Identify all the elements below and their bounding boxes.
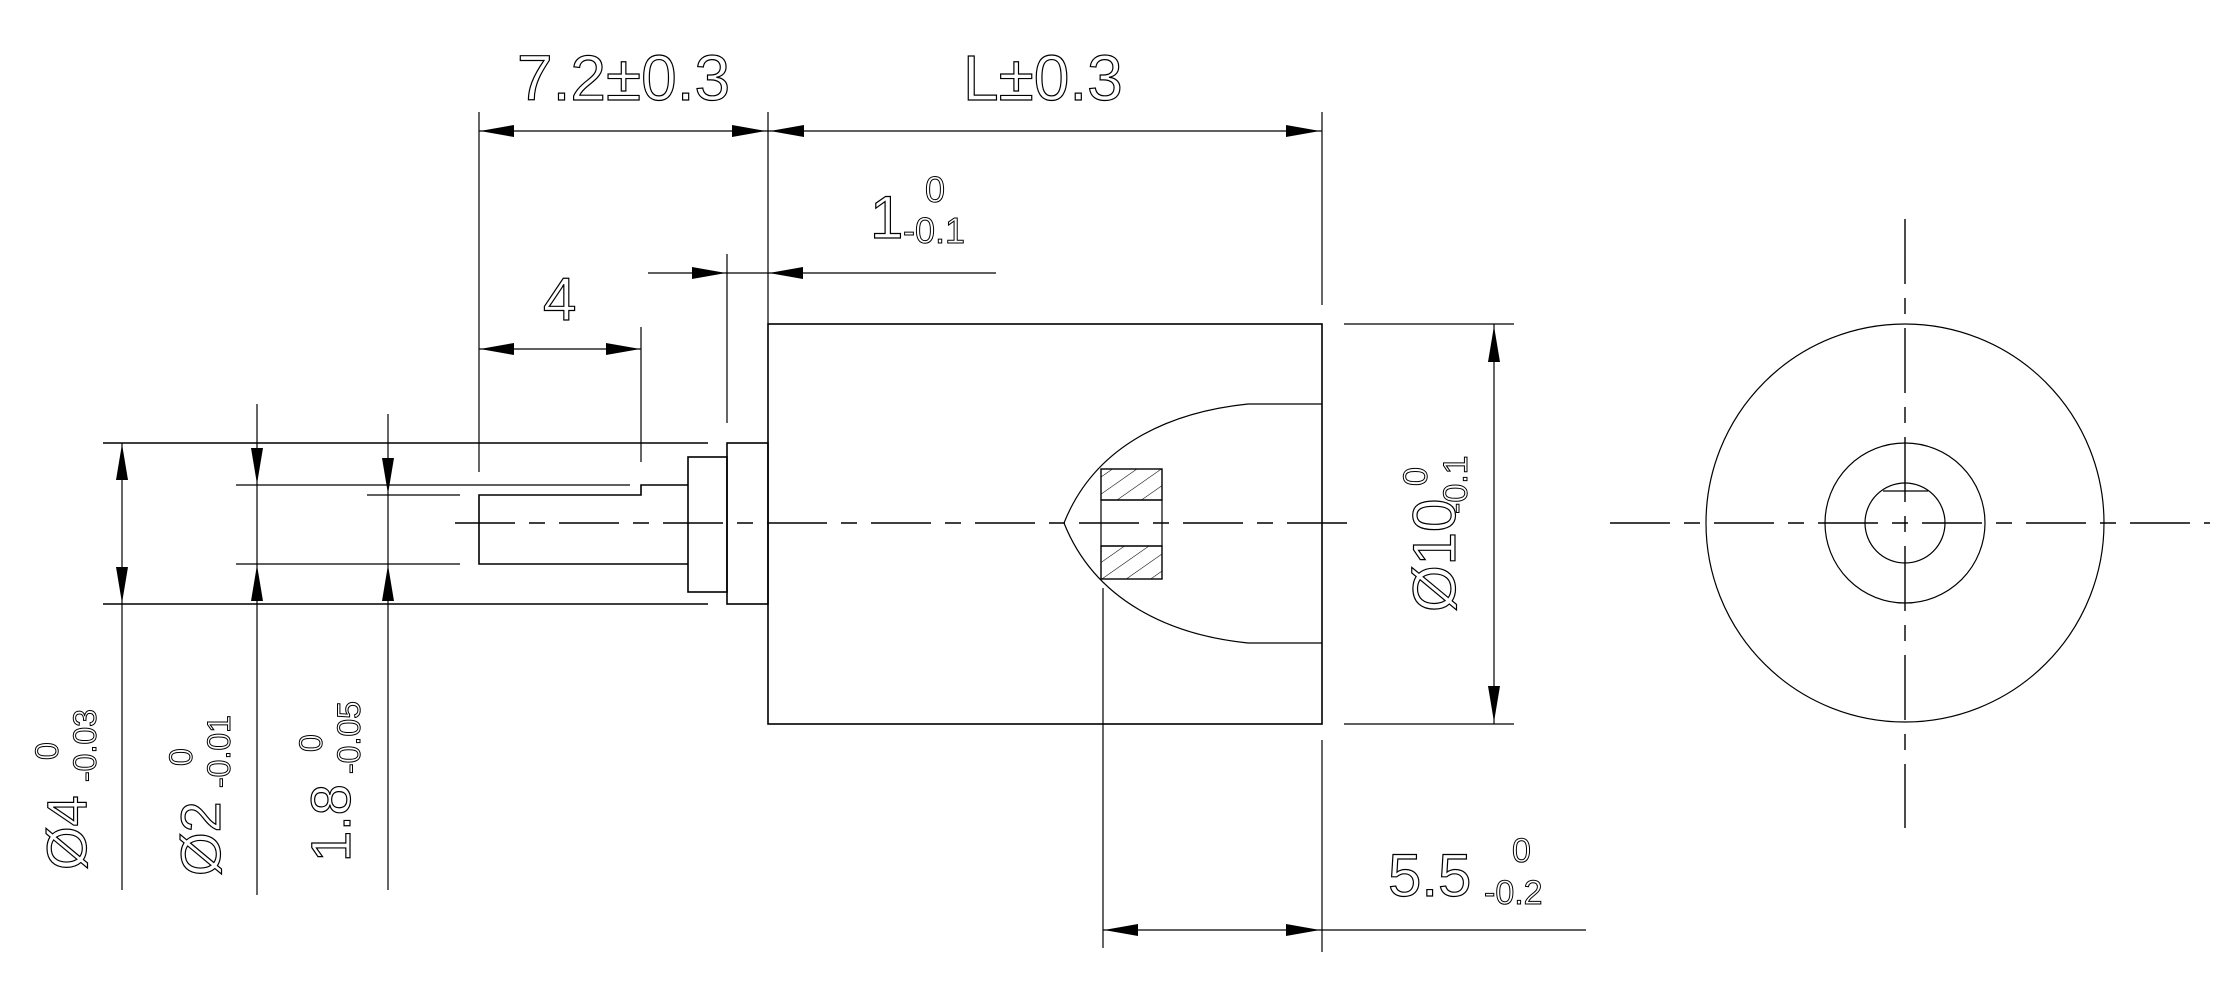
label-shaft-length: 7.2±0.3 [517, 42, 730, 114]
arrow-icon [769, 267, 803, 279]
arrow-icon [1104, 924, 1138, 936]
arrow-icon [692, 267, 726, 279]
arrow-icon [382, 565, 394, 601]
arrow-icon [251, 448, 263, 484]
label-d2-lower: -0.01 [201, 715, 237, 788]
label-h18-upper: 0 [293, 734, 329, 752]
arrow-icon [382, 458, 394, 494]
label-d4-main: Ø4 [35, 795, 98, 870]
label-body-length: L±0.3 [963, 42, 1123, 114]
arrow-icon [251, 565, 263, 601]
arrow-icon [116, 444, 128, 480]
label-body-diameter-main: Ø10 [1401, 499, 1468, 612]
label-magnet-offset-upper: 0 [1512, 832, 1531, 870]
label-d2-upper: 0 [163, 748, 199, 766]
arrow-icon [480, 343, 514, 355]
label-body-diameter-upper: 0 [1397, 467, 1435, 486]
magnet-block-top [1100, 468, 1163, 501]
arrow-icon [1286, 924, 1320, 936]
flange-boss [687, 456, 728, 593]
arrow-icon [732, 125, 766, 137]
arrow-icon [116, 567, 128, 603]
arrow-icon [770, 125, 804, 137]
shaft-outline [478, 484, 688, 565]
arrow-icon [1488, 686, 1500, 722]
label-body-diameter-lower: -0.1 [1437, 455, 1475, 514]
label-magnet-offset-main: 5.5 [1388, 842, 1471, 909]
motor-body [767, 323, 1323, 725]
label-flange-lower: -0.1 [903, 210, 965, 251]
label-h18-main: 1.8 [299, 784, 362, 862]
label-magnet-offset-lower: -0.2 [1484, 874, 1543, 912]
label-d4-lower: -0.03 [67, 709, 103, 782]
label-flange-main: 1 [870, 184, 903, 251]
label-h18-lower: -0.05 [331, 701, 367, 774]
magnet-block-bottom [1100, 545, 1163, 580]
arrow-icon [1286, 125, 1320, 137]
arrow-icon [480, 125, 514, 137]
label-flat-length: 4 [543, 266, 576, 333]
label-flange-upper: 0 [925, 169, 945, 210]
arrow-icon [606, 343, 640, 355]
side-view [103, 112, 1586, 952]
end-view [1610, 219, 2210, 828]
dimension-labels: 7.2±0.3 L±0.3 1 0 -0.1 4 Ø10 0 -0.1 5.5 … [29, 41, 1544, 912]
label-d2-main: Ø2 [169, 801, 232, 876]
arrow-icon [1488, 326, 1500, 362]
label-d4-upper: 0 [29, 742, 65, 760]
